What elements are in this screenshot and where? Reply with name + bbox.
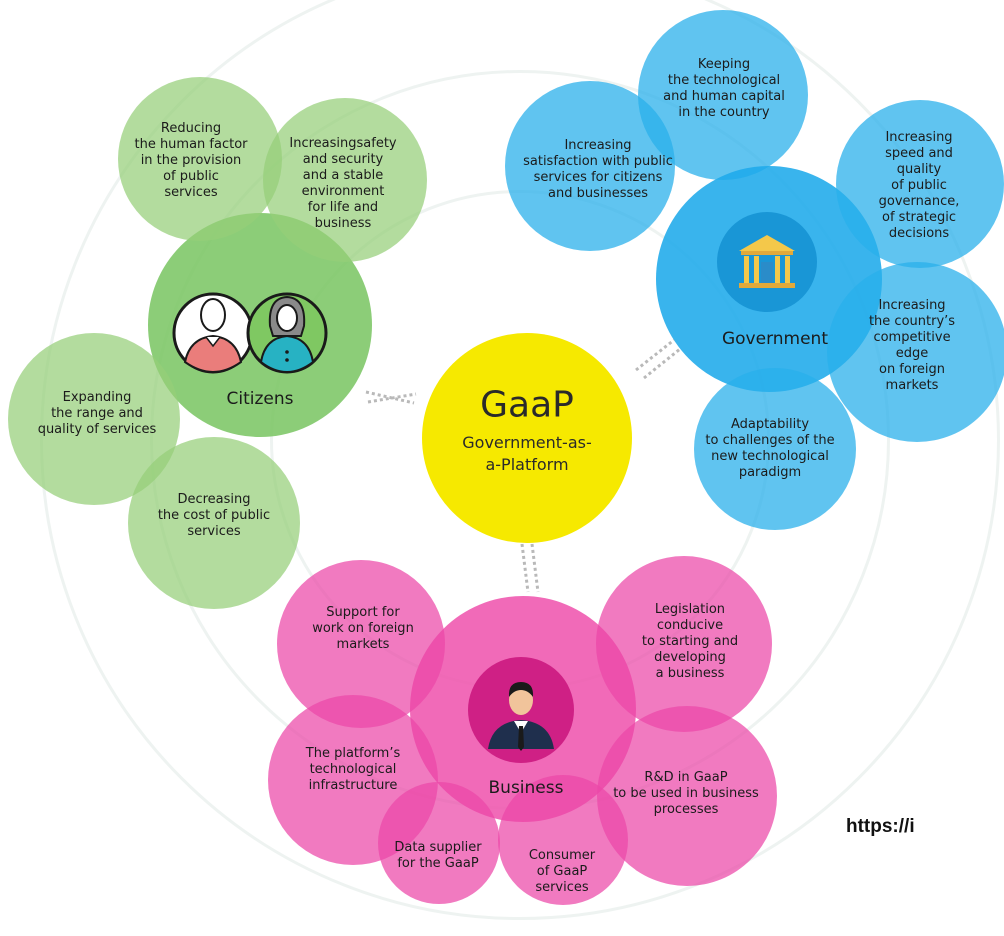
gaap-subtitle: Government-as- a-Platform bbox=[462, 433, 592, 474]
business-item-circle bbox=[378, 782, 500, 904]
government-item-circle bbox=[638, 10, 808, 180]
government-building-icon bbox=[717, 212, 817, 312]
businessman-icon bbox=[468, 657, 574, 763]
business-label: Business bbox=[488, 778, 564, 798]
gaap-title: GaaP bbox=[480, 384, 574, 426]
government-item-text: Keeping the technological and human capi… bbox=[663, 57, 785, 120]
business-item-circle bbox=[596, 556, 772, 732]
source-url-watermark: https://i bbox=[846, 816, 915, 837]
government-item-circle bbox=[836, 100, 1004, 268]
business-item-circle bbox=[597, 706, 777, 886]
government-label: Government bbox=[721, 329, 829, 349]
business-item-text: R&D in GaaP to be used in business proce… bbox=[613, 770, 759, 817]
citizens-item-text: Reducing the human factor in the provisi… bbox=[134, 121, 248, 200]
business-item-text: The platform’s technological infrastruct… bbox=[305, 746, 401, 793]
business-item-text: Consumer of GaaP services bbox=[528, 848, 596, 895]
citizens-item-circle bbox=[128, 437, 300, 609]
citizen-woman-icon bbox=[246, 292, 328, 374]
business-item-circle bbox=[498, 775, 628, 905]
citizens-item-text: Decreasing the cost of public services bbox=[157, 492, 271, 539]
citizens-item-text: Increasingsafety and security and a stab… bbox=[289, 136, 397, 231]
government-item-circle bbox=[827, 262, 1004, 442]
business-item-text: Support for work on foreign markets bbox=[312, 605, 414, 652]
business-item-text: Legislation conducive to starting and de… bbox=[641, 602, 739, 681]
government-item-text: Adaptability to challenges of the new te… bbox=[705, 417, 835, 480]
citizens-item-circle bbox=[118, 77, 282, 241]
business-item-text: Data supplier for the GaaP bbox=[394, 840, 482, 871]
connector-gaap-business bbox=[520, 543, 540, 593]
gaap-center-circle bbox=[422, 333, 632, 543]
government-item-text: Increasing speed and quality of public g… bbox=[878, 130, 960, 241]
connector-gaap-government bbox=[635, 338, 681, 380]
connector-citizens-gaap bbox=[365, 390, 417, 405]
citizens-item-circle bbox=[263, 98, 427, 262]
citizens-label: Citizens bbox=[226, 389, 294, 409]
government-item-text: Increasing the country’s competitive edg… bbox=[868, 298, 956, 393]
government-item-text: Increasing satisfaction with public serv… bbox=[523, 138, 673, 201]
government-item-circle bbox=[694, 368, 856, 530]
citizens-item-text: Expanding the range and quality of servi… bbox=[37, 390, 157, 437]
citizen-man-icon bbox=[172, 292, 254, 374]
